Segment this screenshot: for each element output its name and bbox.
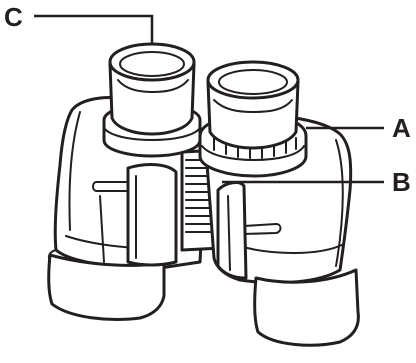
left-eyecup bbox=[104, 44, 200, 156]
callout-c-line bbox=[34, 16, 152, 44]
right-eyecup bbox=[200, 62, 306, 176]
callout-label-b: B bbox=[392, 167, 411, 197]
callout-label-c: C bbox=[4, 2, 23, 32]
callout-label-a: A bbox=[392, 113, 411, 143]
